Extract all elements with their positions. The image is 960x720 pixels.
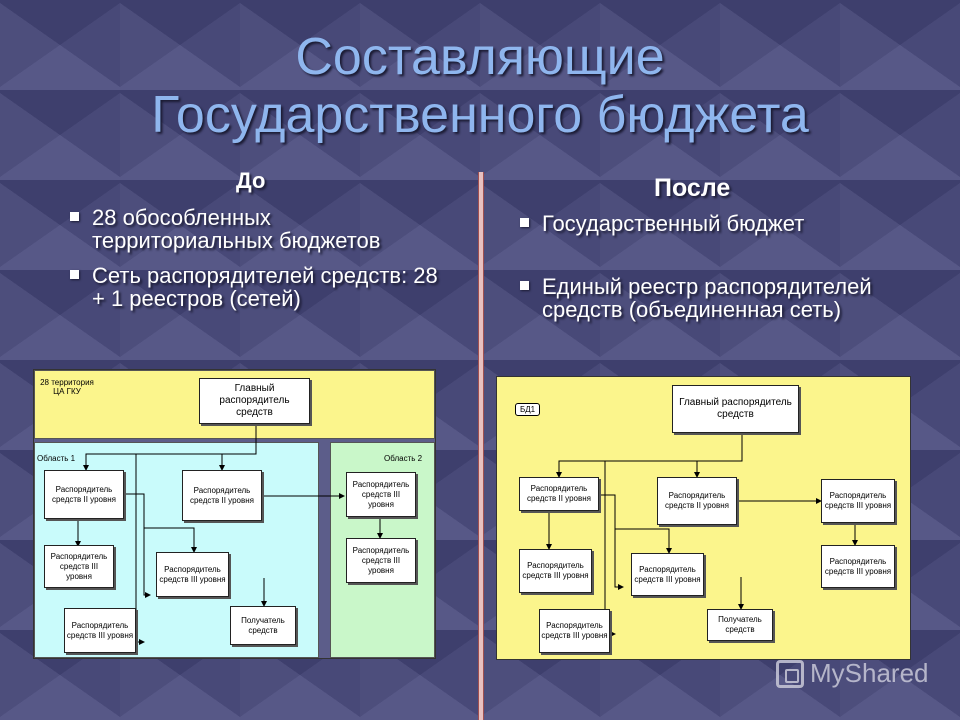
left-connectors: [75, 425, 383, 645]
region-2-label: Область 2: [384, 454, 423, 463]
column-divider: [478, 172, 484, 720]
distributor-level3-box: Распорядитель средств III уровня: [44, 545, 114, 588]
before-bullet-1: 28 обособленных территориальных бюджетов: [66, 206, 456, 252]
distributor-level3-box: Распорядитель средств III уровня: [539, 609, 610, 653]
main-distributor-box: Главный распорядитель средств: [199, 378, 310, 424]
before-bullet-2: Сеть распорядителей средств: 28 + 1 реес…: [66, 264, 456, 310]
distributor-level2-box: Распорядитель средств II уровня: [44, 470, 124, 519]
distributor-level2-box: Распорядитель средств II уровня: [519, 477, 599, 511]
distributor-level3-box: Распорядитель средств III уровня: [631, 553, 704, 596]
receiver-box: Получатель средств: [230, 606, 296, 645]
right-diagram: БД1 Главный распорядитель средств Распор…: [496, 376, 911, 660]
right-level3-box: Распорядитель средств III уровня: [821, 545, 895, 588]
left-diagram: 28 территория ЦА ГКУ Главный распорядите…: [33, 369, 436, 659]
distributor-level3-box: Распорядитель средств III уровня: [519, 549, 592, 593]
watermark-logo: MyShared: [776, 658, 929, 689]
distributor-level3-box: Распорядитель средств III уровня: [156, 552, 229, 597]
distributor-level2-box: Распорядитель средств II уровня: [657, 477, 737, 525]
after-heading: После: [654, 174, 731, 202]
before-heading: До: [236, 168, 266, 193]
receiver-box: Получатель средств: [707, 609, 773, 641]
after-bullet-2: Единый реестр распорядителей средств (об…: [516, 275, 936, 321]
before-bullets: 28 обособленных территориальных бюджетов…: [66, 206, 456, 322]
title-line-1: Составляющие: [295, 28, 665, 86]
main-distributor-box: Главный распорядитель средств: [672, 385, 799, 433]
right-level3-box: Распорядитель средств III уровня: [821, 479, 895, 523]
slide-title: Составляющие Государственного бюджета: [0, 28, 960, 144]
title-line-2: Государственного бюджета: [151, 86, 809, 144]
top-label: 28 территория ЦА ГКУ: [40, 378, 94, 396]
bd1-tag: БД1: [515, 403, 541, 416]
presentation-icon: [776, 659, 804, 688]
region2-level3-box: Распорядитель средств III уровня: [346, 538, 416, 583]
region-1-label: Область 1: [37, 454, 76, 463]
after-bullets: Государственный бюджет Единый реестр рас…: [516, 212, 936, 333]
distributor-level3-box: Распорядитель средств III уровня: [64, 608, 136, 653]
region2-level3-box: Распорядитель средств III уровня: [346, 472, 416, 517]
distributor-level2-box: Распорядитель средств II уровня: [182, 470, 262, 521]
watermark-text: MyShared: [810, 658, 929, 688]
after-bullet-1: Государственный бюджет: [516, 212, 936, 235]
